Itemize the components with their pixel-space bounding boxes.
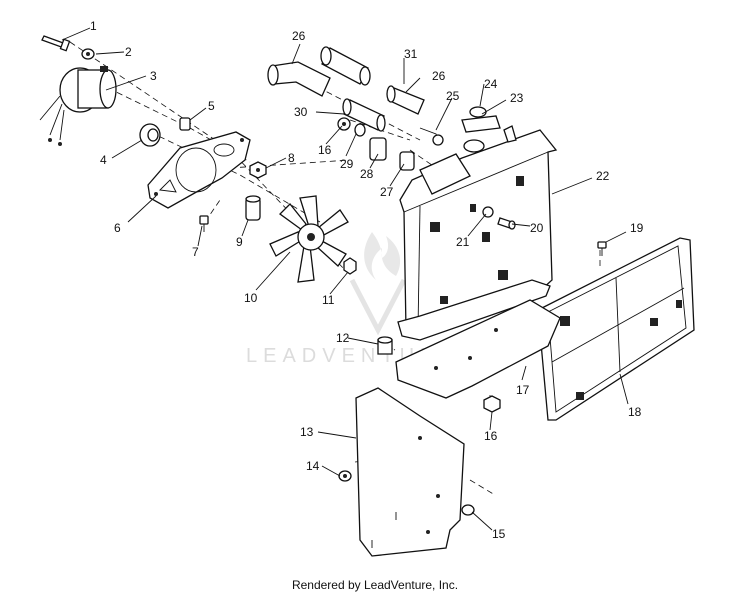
callout-28: 28 [360,167,374,181]
callout-8: 8 [288,151,295,165]
callout-21: 21 [456,235,470,249]
part-10-fan [269,195,349,283]
part-2-nut [81,48,95,60]
part-16-nut [483,395,501,413]
part-24-cap-gasket [469,106,487,118]
callout-1: 1 [90,19,97,33]
part-8-nut [249,161,267,179]
part-30-hose-lower [342,98,386,132]
callout-13: 13 [300,425,314,439]
callout-16-lower: 16 [484,429,498,443]
part-14-grommet [338,470,352,482]
callout-14: 14 [306,459,320,473]
callout-5: 5 [208,99,215,113]
part-28-spacer [369,137,387,161]
part-11-nut [343,257,357,275]
part-3-fan-motor [39,66,117,146]
footer-credit: Rendered by LeadVenture, Inc. [291,578,459,592]
callout-26-right: 26 [432,69,446,83]
part-radiator-hose [320,46,371,86]
part-4-bushing [139,123,161,147]
part-6-motor-bracket [147,131,251,209]
part-26-hose-upper [267,61,331,97]
callout-20: 20 [530,221,544,235]
part-17-bracket [395,299,561,399]
part-20-bolt [497,217,516,230]
part-15-grommet [461,504,475,516]
callout-3: 3 [150,69,157,83]
part-25-overflow-tube [419,127,444,146]
callout-29: 29 [340,157,354,171]
part-13-shroud [355,387,465,557]
callout-16-upper: 16 [318,143,332,157]
callout-25: 25 [446,89,460,103]
callout-2: 2 [125,45,132,59]
part-9-spacer [245,195,261,221]
callout-12: 12 [336,331,350,345]
callout-4: 4 [100,153,107,167]
part-12-grommet [377,336,393,355]
part-7-screw [199,215,209,232]
part-18-screen [537,237,695,421]
callout-6: 6 [114,221,121,235]
callout-27: 27 [380,185,394,199]
part-1-bolt [41,35,71,52]
part-22-radiator [397,125,558,341]
part-23-radiator-cap [461,115,501,133]
part-29-clamp [354,123,366,137]
callout-22: 22 [596,169,610,183]
part-5-spacer [179,117,191,131]
callout-9: 9 [236,235,243,249]
callout-26-left: 26 [292,29,306,43]
leader-lines [61,27,629,531]
part-31-hose-fitting [386,85,425,115]
callout-30: 30 [294,105,308,119]
part-19-screw [597,241,607,256]
callout-31: 31 [404,47,418,61]
callout-23: 23 [510,91,524,105]
callout-labels: 1 2 3 5 4 6 7 8 9 10 11 12 13 14 15 16 1… [90,19,644,541]
callout-18: 18 [628,405,642,419]
callout-24: 24 [484,77,498,91]
callout-17: 17 [516,383,530,397]
callout-11: 11 [322,293,335,307]
callout-15: 15 [492,527,506,541]
callout-7: 7 [192,245,199,259]
callout-10: 10 [244,291,258,305]
callout-19: 19 [630,221,644,235]
